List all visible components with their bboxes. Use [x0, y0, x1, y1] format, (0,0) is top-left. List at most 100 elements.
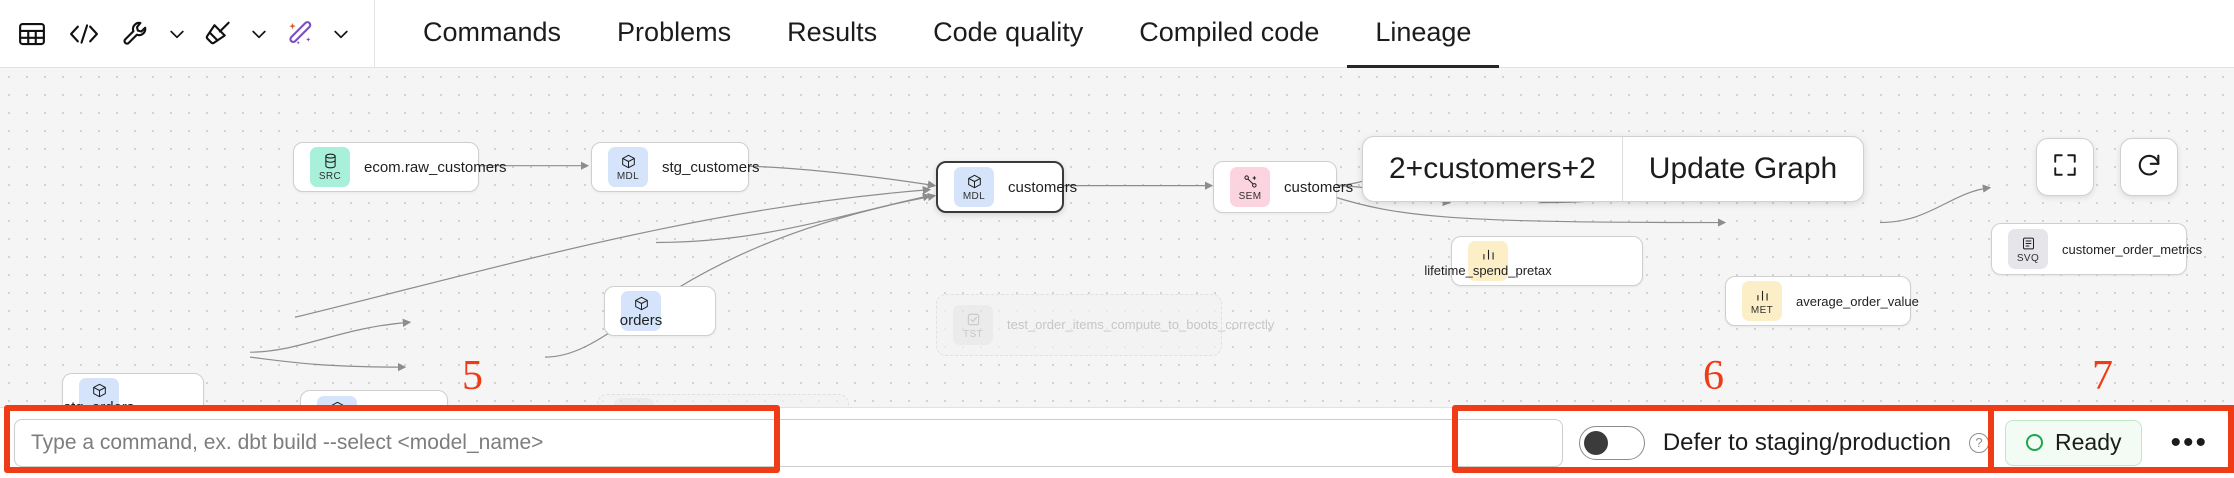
lineage-node-ecom-raw-customers[interactable]: SRC ecom.raw_customers — [293, 142, 507, 192]
saved-query-badge: SVQ — [2008, 229, 2048, 269]
lineage-edges — [249, 148, 1992, 372]
node-type-code: MET — [1750, 305, 1774, 316]
lineage-node-stg-customers[interactable]: MDL stg_customers — [591, 142, 760, 192]
tab-label: Results — [787, 16, 878, 47]
refresh-button[interactable] — [2120, 138, 2178, 196]
cube-icon — [621, 152, 636, 170]
test-badge: TST — [614, 398, 654, 407]
metric-badge: MET — [1742, 281, 1782, 321]
defer-toggle[interactable] — [1578, 425, 1645, 460]
node-label: lifetime_spend_pretax — [1424, 262, 1552, 278]
node-type-code: TST — [962, 329, 984, 340]
defer-control: Defer to staging/production ? — [1578, 425, 1989, 460]
semantic-icon — [1243, 172, 1258, 190]
wrench-icon[interactable] — [110, 8, 162, 60]
node-label: average_order_value — [1796, 293, 1919, 309]
fullscreen-button[interactable] — [2036, 138, 2094, 196]
command-input[interactable] — [14, 418, 1563, 467]
model-badge: MDL — [608, 147, 648, 187]
lineage-node-test-order-items[interactable]: TST test_order_items_compute_to_boots_co… — [936, 294, 1274, 356]
lineage-node-stg-orders[interactable]: stg_orders — [62, 373, 204, 407]
toggle-knob — [1583, 430, 1608, 455]
tab-label: Code quality — [933, 16, 1084, 47]
tab-label: Problems — [617, 16, 732, 47]
node-label: customer_order_metrics — [2062, 241, 2203, 257]
node-label: stg_orders — [63, 398, 135, 408]
chevron-down-icon[interactable] — [244, 8, 274, 60]
node-type-code: SRC — [318, 171, 342, 182]
toolbar-left-group — [0, 0, 395, 68]
lineage-node-order-items[interactable]: order_items — [300, 390, 448, 407]
toolbar-divider — [374, 0, 375, 68]
model-badge: orders — [619, 291, 663, 331]
tools-menu[interactable] — [110, 8, 192, 60]
tab-code-quality[interactable]: Code quality — [905, 0, 1111, 68]
lineage-node-customer-order-metrics[interactable]: SVQ customer_order_metrics — [1991, 223, 2202, 275]
node-type-code: MDL — [616, 171, 640, 182]
lineage-node-sem-customers[interactable]: SEM customers — [1213, 161, 1353, 213]
tab-label: Commands — [423, 16, 562, 47]
model-badge: MDL — [954, 167, 994, 207]
ai-assist-menu[interactable] — [274, 8, 356, 60]
node-type-code: MDL — [962, 191, 986, 202]
editor-toolbar: Commands Problems Results Code quality C… — [0, 0, 2234, 68]
node-label: test_order_items_compute_to_boots_correc… — [1007, 316, 1275, 332]
tab-results[interactable]: Results — [759, 0, 905, 68]
status-dot-icon — [2026, 434, 2043, 451]
bar-chart-icon — [1481, 246, 1496, 264]
command-bar: Defer to staging/production ? Ready ••• — [0, 408, 2234, 477]
bar-chart-icon — [1755, 286, 1770, 304]
lineage-canvas[interactable]: SRC ecom.raw_customers MDL stg_customers — [0, 68, 2234, 408]
node-label: customers — [1284, 178, 1354, 196]
graph-action-bar[interactable]: 2+customers+2 Update Graph — [1362, 136, 1865, 202]
magic-wand-icon[interactable] — [274, 8, 326, 60]
cube-icon — [967, 172, 982, 190]
tab-compiled-code[interactable]: Compiled code — [1111, 0, 1347, 68]
update-graph-label: Update Graph — [1648, 152, 1838, 185]
code-brackets-icon[interactable] — [58, 8, 110, 60]
graph-expression-field[interactable]: 2+customers+2 — [1363, 137, 1622, 201]
chevron-down-icon[interactable] — [162, 8, 192, 60]
status-badge[interactable]: Ready — [2005, 419, 2143, 466]
lineage-node-customers[interactable]: MDL customers — [936, 161, 1077, 213]
refresh-icon — [2135, 151, 2163, 184]
tab-label: Compiled code — [1139, 16, 1320, 47]
chevron-down-icon[interactable] — [326, 8, 356, 60]
node-type-code: SVQ — [2016, 253, 2040, 264]
status-label: Ready — [2055, 429, 2122, 455]
node-label: customers — [1008, 178, 1078, 196]
node-type-code: SEM — [1238, 191, 1262, 202]
tab-lineage[interactable]: Lineage — [1347, 0, 1500, 68]
overflow-menu-button[interactable]: ••• — [2170, 425, 2208, 459]
metric-badge: lifetime_spend_pretax — [1424, 241, 1552, 281]
defer-label: Defer to staging/production — [1662, 428, 1951, 456]
broom-icon[interactable] — [192, 8, 244, 60]
help-icon[interactable]: ? — [1969, 432, 1989, 453]
panel-tabs: Commands Problems Results Code quality C… — [395, 0, 1500, 68]
fullscreen-icon — [2052, 152, 2078, 183]
semantic-badge: SEM — [1230, 167, 1270, 207]
tab-label: Lineage — [1375, 16, 1472, 47]
test-badge: TST — [953, 305, 993, 345]
lineage-node-test-supply-costs[interactable]: TST test_supply_costs_sum_correctly — [597, 394, 849, 407]
model-badge: order_items — [317, 396, 357, 407]
lineage-node-orders[interactable]: orders — [604, 286, 716, 336]
saved-query-icon — [2021, 234, 2036, 252]
test-check-icon — [966, 310, 981, 328]
tab-commands[interactable]: Commands — [395, 0, 589, 68]
lineage-node-average-order-value[interactable]: MET average_order_value — [1725, 276, 1919, 326]
cube-icon — [330, 400, 345, 407]
table-view-icon[interactable] — [6, 8, 58, 60]
format-menu[interactable] — [192, 8, 274, 60]
cube-icon — [634, 295, 649, 313]
node-label: orders — [619, 311, 663, 329]
lineage-node-lifetime-spend-pretax[interactable]: lifetime_spend_pretax — [1424, 236, 1643, 286]
model-badge: stg_orders — [64, 378, 134, 407]
tab-problems[interactable]: Problems — [589, 0, 759, 68]
database-icon — [323, 152, 338, 170]
node-label: ecom.raw_customers — [364, 158, 507, 176]
source-badge: SRC — [310, 147, 350, 187]
node-label: stg_customers — [662, 158, 760, 176]
cube-icon — [92, 382, 107, 400]
update-graph-button[interactable]: Update Graph — [1621, 137, 1863, 201]
